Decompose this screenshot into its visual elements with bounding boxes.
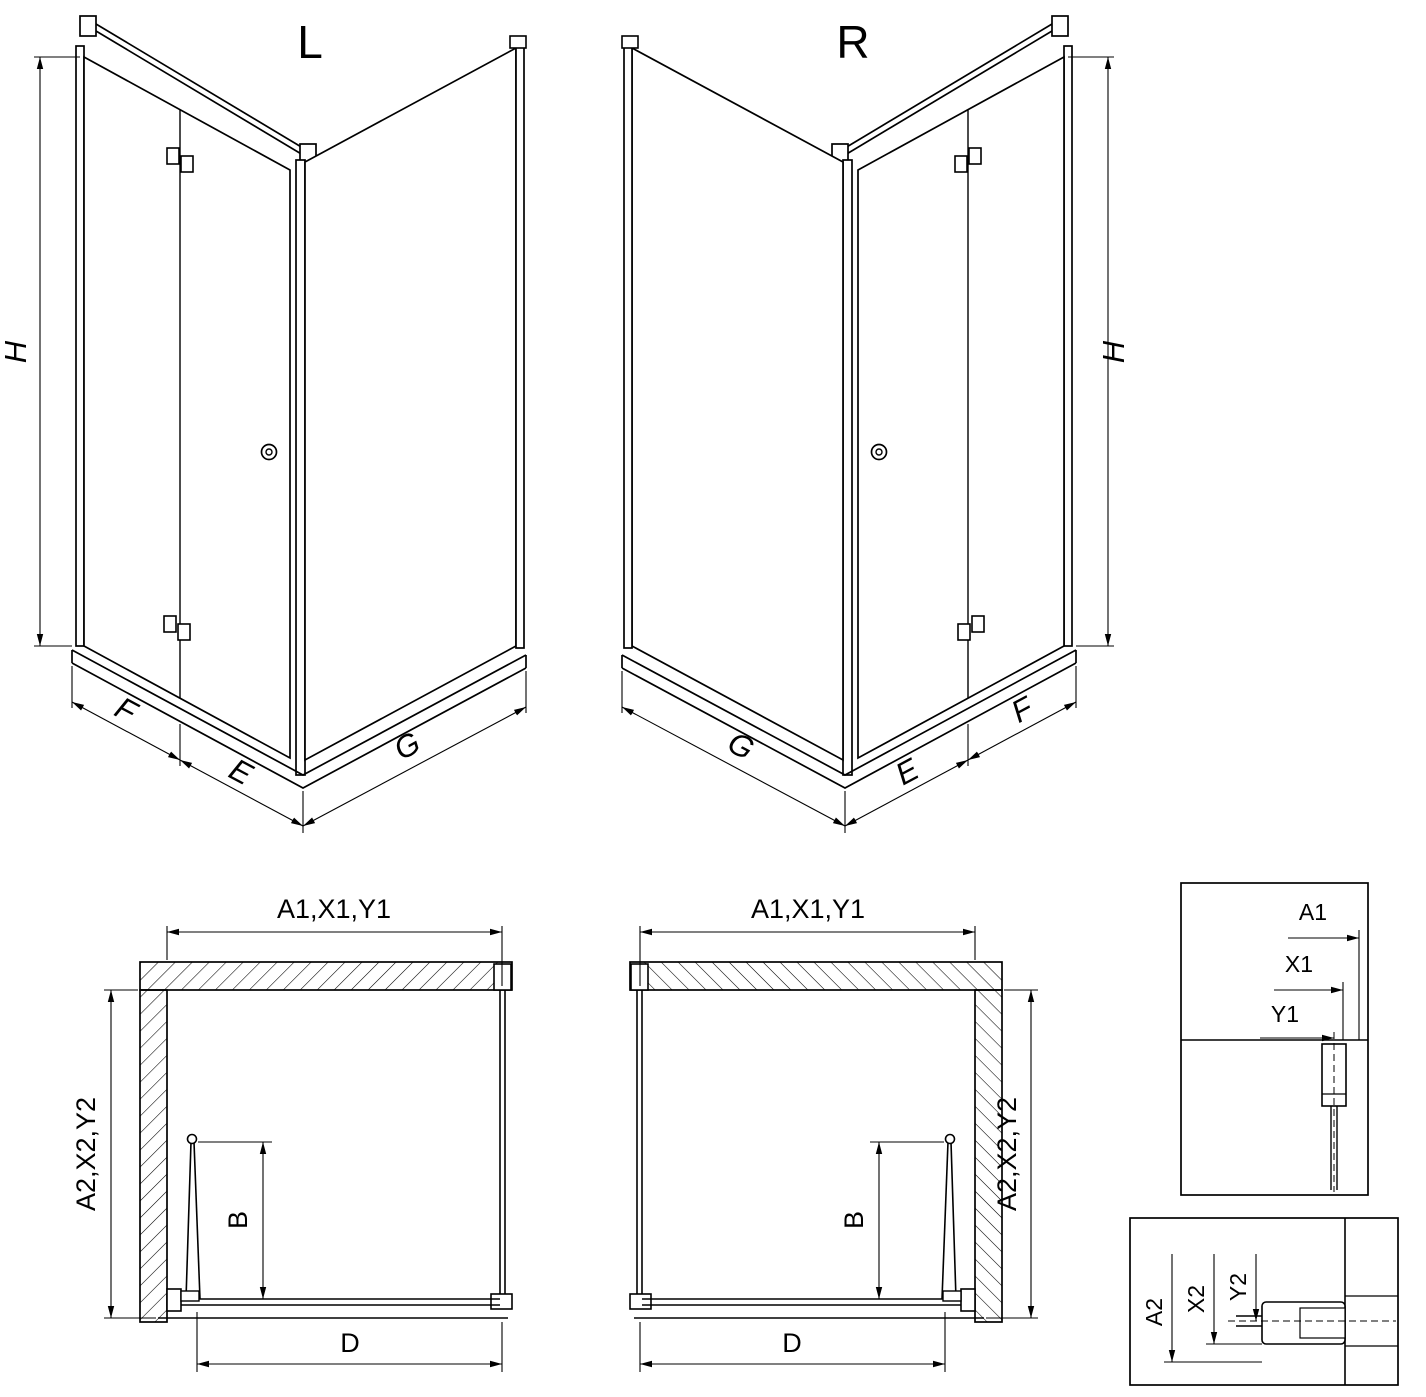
detail-bottom-a2-label: A2 [1141, 1298, 1167, 1326]
right-plan-geometry [630, 926, 1038, 1372]
left-3d-geometry [34, 16, 526, 833]
left-plan-view: A1,X1,Y1 A2,X2,Y2 B D [71, 894, 512, 1372]
detail-bottom-profile: A2 X2 Y2 [1129, 1217, 1399, 1386]
view-label-right: R [836, 16, 869, 68]
left-plan-geometry [104, 926, 512, 1372]
detail-top-a1-label: A1 [1299, 899, 1327, 925]
plan-right-fold-label: B [839, 1211, 869, 1229]
detail-bottom-x2-label: X2 [1183, 1285, 1209, 1313]
dim-label-g-left: G [388, 725, 426, 767]
dim-label-height-left: H [0, 340, 33, 363]
plan-right-depth-label: A2,X2,Y2 [992, 1097, 1022, 1211]
plan-left-fold-label: B [223, 1211, 253, 1229]
dim-label-g-right: G [722, 725, 760, 767]
detail-top-frame [1180, 882, 1369, 1196]
detail-bottom-frame [1129, 1217, 1399, 1386]
plan-left-depth-label: A2,X2,Y2 [71, 1097, 101, 1211]
detail-top-x1-label: X1 [1285, 951, 1313, 977]
plan-left-width-label: A1,X1,Y1 [277, 894, 391, 924]
right-3d-geometry [622, 16, 1114, 833]
detail-bottom-y2-label: Y2 [1225, 1273, 1251, 1301]
plan-right-door-label: D [782, 1328, 802, 1358]
plan-right-width-label: A1,X1,Y1 [751, 894, 865, 924]
detail-top-wall-profile [1321, 1043, 1347, 1107]
right-plan-view: A1,X1,Y1 A2,X2,Y2 B D [630, 894, 1038, 1372]
right-3d-view: R H G E F [622, 16, 1131, 833]
left-3d-view: L H F E G [0, 16, 526, 833]
plan-left-door-label: D [340, 1328, 360, 1358]
detail-top-profile: A1 X1 Y1 [1180, 882, 1369, 1196]
detail-top-y1-label: Y1 [1271, 1001, 1299, 1027]
view-label-left: L [297, 16, 323, 68]
dim-label-height-right: H [1096, 340, 1131, 363]
